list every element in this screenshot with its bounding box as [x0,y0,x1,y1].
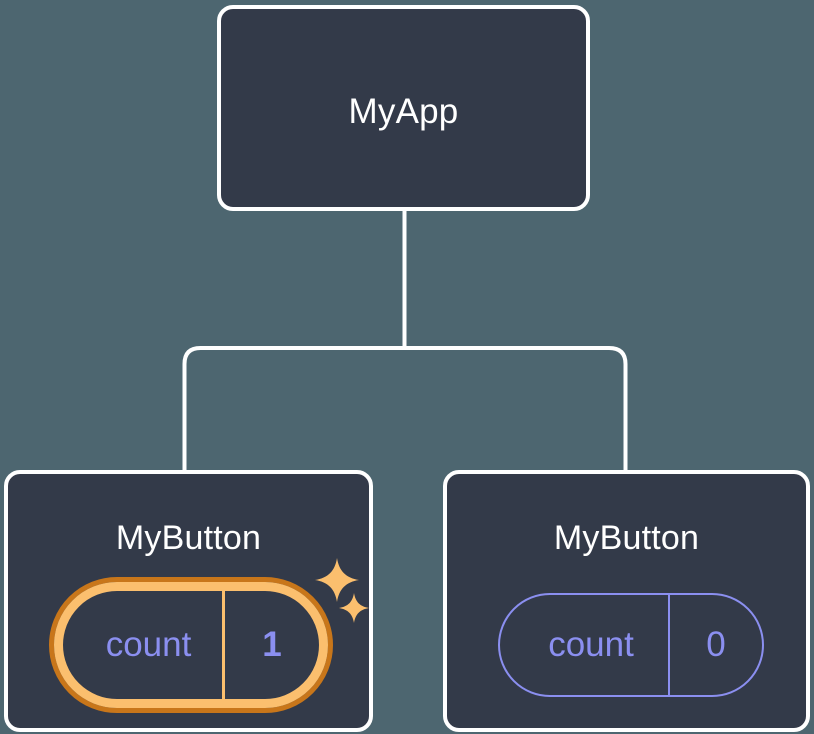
state-pill[interactable]: count 0 [498,593,764,697]
state-key-label: count [548,625,634,664]
component-node-title: MyButton [115,519,262,557]
state-key-label: count [105,625,192,664]
component-node-title: MyButton [553,519,700,557]
state-pill-divider [222,591,225,699]
state-pill-highlighted[interactable]: count 1 [49,577,333,713]
state-pill-body: count 1 [63,591,319,699]
component-node-root[interactable]: MyApp [217,5,590,211]
state-pill-outer-ring [49,577,333,713]
component-node-mybutton-left[interactable]: MyButton count 1 [4,470,373,732]
state-value-label: 0 [706,625,726,664]
component-node-title: MyApp [348,92,459,131]
state-pill-inner-ring [54,582,328,708]
state-pill-divider [668,595,670,695]
state-value-label: 1 [262,625,282,664]
component-node-mybutton-right[interactable]: MyButton count 0 [443,470,810,732]
edge-branch-bus [182,346,628,474]
